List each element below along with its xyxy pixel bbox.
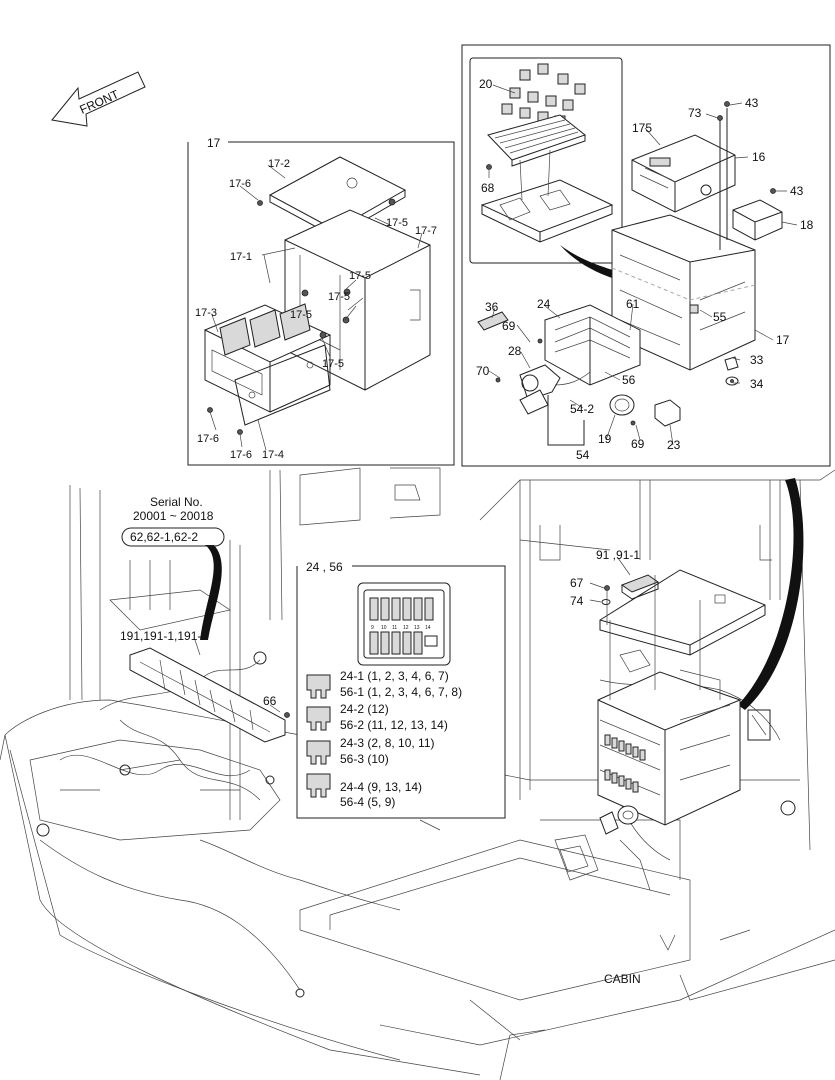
slot-number: 9 — [371, 625, 374, 631]
callout-17-2: 17-2 — [268, 158, 290, 170]
callout-19: 19 — [598, 432, 612, 446]
fuse-row-1-b: 56-1 (1, 2, 3, 4, 6, 7, 8) — [340, 685, 462, 699]
callout-17-3: 17-3 — [195, 307, 217, 319]
callout-68: 68 — [481, 181, 495, 195]
callout-43: 43 — [745, 96, 759, 110]
callout-67: 67 — [570, 576, 584, 590]
callout-74: 74 — [570, 594, 584, 608]
fuse-row-3-b: 56-3 (10) — [340, 752, 389, 766]
callout-17-6: 17-6 — [230, 449, 252, 461]
fuse-row-2-b: 56-2 (11, 12, 13, 14) — [340, 718, 448, 732]
callout-18: 18 — [800, 218, 814, 232]
cabin-electrical-assembly: 91 ,91-1 67 74 CABIN — [570, 548, 771, 986]
serial-note-parts: 62,62-1,62-2 — [130, 530, 198, 544]
callout-175: 175 — [632, 121, 652, 135]
cabin-structure — [0, 467, 835, 1080]
callout-17-6: 17-6 — [229, 178, 251, 190]
slot-number: 12 — [403, 625, 409, 631]
fuse-row-4: 24-4 (9, 13, 14) 56-4 (5, 9) — [306, 773, 422, 809]
housing-17-exploded-view: 17 17-2 17-6 17-1 — [187, 136, 455, 466]
fuse-legend-title: 24 , 56 — [306, 560, 343, 574]
serial-note-title: Serial No. — [150, 495, 203, 509]
callout-24: 24 — [537, 297, 551, 311]
callout-36: 36 — [485, 300, 499, 314]
fuse-slots-top — [369, 597, 434, 621]
harness-191: 191,191-1,191-2 66 — [120, 629, 290, 743]
fuse-row-3-a: 24-3 (2, 8, 10, 11) — [340, 736, 435, 750]
callout-54: 54 — [576, 448, 590, 462]
fuse-row-2-a: 24-2 (12) — [340, 702, 389, 716]
callout-17-4: 17-4 — [262, 449, 284, 461]
callout-17-5: 17-5 — [322, 358, 344, 370]
callout-61: 61 — [626, 297, 640, 311]
slot-number: 10 — [381, 625, 387, 631]
fuse-row-3: 24-3 (2, 8, 10, 11) 56-3 (10) — [306, 736, 435, 766]
serial-note: Serial No. 20001 ~ 20018 62,62-1,62-2 — [121, 495, 225, 547]
callout-56: 56 — [622, 373, 636, 387]
fuse-row-cabin — [604, 734, 646, 793]
callout-17-5: 17-5 — [290, 309, 312, 321]
callout-66: 66 — [263, 694, 277, 708]
relay-block-20 — [487, 63, 587, 167]
callout-17-5: 17-5 — [328, 291, 350, 303]
fuse-icon — [306, 674, 331, 699]
slot-number: 13 — [414, 625, 420, 631]
callout-17-5: 17-5 — [386, 217, 408, 229]
callout-34: 34 — [750, 377, 764, 391]
front-arrow: FRONT — [51, 71, 146, 127]
fuse-icon — [306, 740, 331, 765]
callout-69: 69 — [631, 437, 645, 451]
box-17-label: 17 — [207, 136, 221, 150]
callout-191: 191,191-1,191-2 — [120, 629, 208, 643]
callout-54-2: 54-2 — [570, 402, 594, 416]
fuse-relay-assembly-view: 20 68 73 43 175 16 43 18 36 24 69 61 55 … — [461, 44, 831, 467]
cabin-label: CABIN — [604, 972, 641, 986]
fuse-row-1-a: 24-1 (1, 2, 3, 4, 6, 7) — [340, 669, 449, 683]
callout-33: 33 — [750, 353, 764, 367]
callout-43: 43 — [790, 184, 804, 198]
callout-16: 16 — [752, 150, 766, 164]
callout-28: 28 — [508, 344, 522, 358]
serial-note-range: 20001 ~ 20018 — [133, 509, 214, 523]
callout-17-6: 17-6 — [197, 433, 219, 445]
callout-17-1: 17-1 — [230, 251, 252, 263]
callout-17-7: 17-7 — [415, 225, 437, 237]
callout-23: 23 — [667, 438, 681, 452]
callout-69: 69 — [502, 319, 516, 333]
callout-70: 70 — [476, 364, 490, 378]
callout-73: 73 — [688, 106, 702, 120]
fuse-row-4-a: 24-4 (9, 13, 14) — [340, 780, 422, 794]
fuse-icon — [306, 706, 331, 731]
fuse-legend: 24 , 56 9 10 11 12 13 14 24-1 (1 — [296, 560, 506, 819]
fuse-icon — [306, 773, 331, 798]
front-arrow-label: FRONT — [78, 87, 122, 117]
fuse-row-4-b: 56-4 (5, 9) — [340, 795, 395, 809]
callout-91: 91 ,91-1 — [596, 548, 640, 562]
fuse-row-1: 24-1 (1, 2, 3, 4, 6, 7) 56-1 (1, 2, 3, 4… — [306, 669, 462, 699]
callout-17: 17 — [776, 333, 790, 347]
slot-number: 14 — [425, 625, 431, 631]
callout-17-5: 17-5 — [349, 270, 371, 282]
callout-20: 20 — [479, 77, 493, 91]
slot-number: 11 — [392, 625, 397, 631]
callout-55: 55 — [713, 310, 727, 324]
fuse-row-2: 24-2 (12) 56-2 (11, 12, 13, 14) — [306, 702, 448, 732]
fuse-slots-bottom — [369, 631, 438, 655]
